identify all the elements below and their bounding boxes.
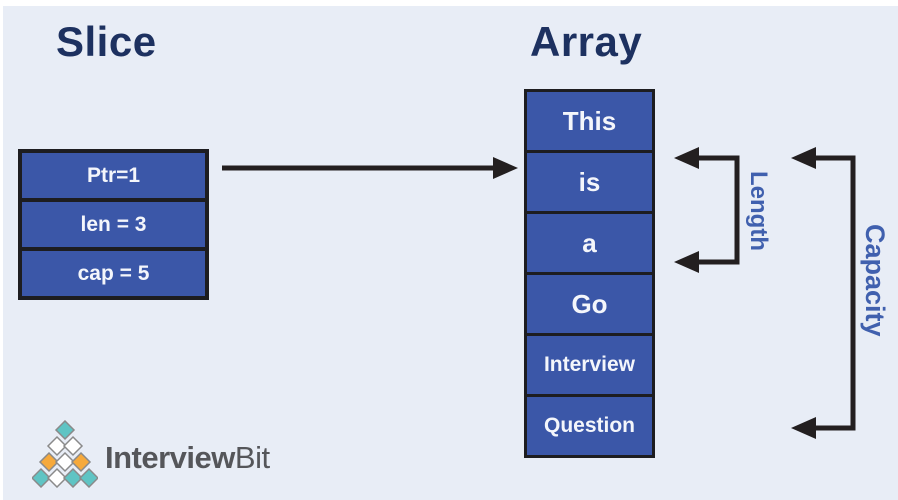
array-cell-2: a — [527, 211, 652, 272]
length-label: Length — [745, 171, 772, 251]
array-cell-5: Question — [527, 394, 652, 455]
interviewbit-wordmark: InterviewBit — [105, 440, 270, 476]
array-title: Array — [530, 18, 643, 65]
interviewbit-logo-icon — [32, 420, 98, 488]
slice-struct-box: Ptr=1 len = 3 cap = 5 — [18, 149, 209, 300]
interviewbit-logo: InterviewBit — [32, 420, 270, 488]
wordmark-bit: Bit — [234, 440, 270, 475]
slice-field-ptr: Ptr=1 — [22, 153, 205, 198]
capacity-label: Capacity — [860, 224, 890, 337]
length-bracket-arrow-icon — [674, 147, 740, 273]
slice-field-cap: cap = 5 — [22, 247, 205, 296]
array-cell-4: Interview — [527, 333, 652, 394]
capacity-bracket-arrow-icon — [791, 147, 856, 439]
array-cell-3: Go — [527, 272, 652, 333]
wordmark-interview: Interview — [105, 440, 235, 475]
slice-field-len: len = 3 — [22, 198, 205, 247]
pointer-arrow-icon — [222, 157, 518, 179]
array-cells: This is a Go Interview Question — [524, 89, 655, 458]
array-cell-0: This — [527, 92, 652, 150]
array-cell-1: is — [527, 150, 652, 211]
slice-title: Slice — [56, 18, 157, 65]
